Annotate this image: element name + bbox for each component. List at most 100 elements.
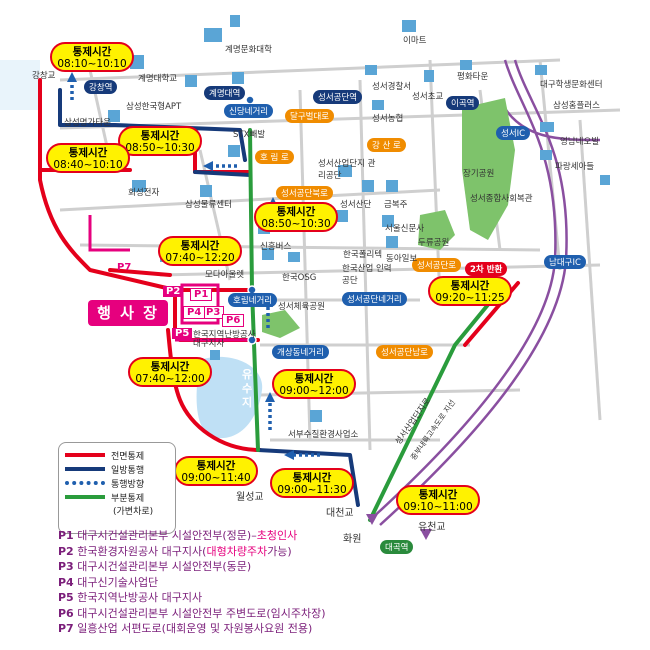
parking-p4: P4 bbox=[183, 306, 206, 319]
station-daegok: 대곡역 bbox=[380, 540, 414, 554]
label-seongseo-gym: 성서종합사회복관 bbox=[470, 194, 533, 204]
legend-item: 통행방향 bbox=[65, 476, 169, 490]
control-label: 통제시간 bbox=[150, 361, 190, 373]
facility-item: P2 한국환경자원공사 대구지사(대형차량주차가능) bbox=[58, 544, 458, 560]
road-hoho: 호 림 로 bbox=[255, 150, 294, 164]
facility-id: P5 bbox=[58, 591, 74, 604]
facility-id: P3 bbox=[58, 560, 74, 573]
label-stx: STX빼발 bbox=[233, 130, 266, 140]
label-geumbok: 금복주 bbox=[384, 200, 408, 210]
legend-label: 통행방향 bbox=[111, 479, 145, 490]
map-legend: 전면통제 일방통행 통행방향 부분통제 (가변차로) bbox=[58, 442, 176, 534]
control-time: 09:10~11:00 bbox=[403, 501, 473, 513]
facility-id: P4 bbox=[58, 575, 74, 589]
facility-text: 일흥산업 서편도로(대회운영 및 자원봉사요원 전용) bbox=[77, 622, 313, 635]
facility-text: 대구시건설관리본부 시설안전부(동문) bbox=[77, 560, 252, 573]
facility-text: 한국환경자원공사 대구지사( bbox=[77, 544, 207, 558]
control-time: 07:40~12:00 bbox=[135, 373, 205, 385]
label-samsung-town: 삼성명가타운 bbox=[64, 118, 111, 128]
label-gaesang-ix: 개상동네거리 bbox=[272, 345, 329, 359]
label-korea-ind: 한국산업 인력공단 bbox=[342, 264, 392, 286]
facility-item: P1 대구시건설관리본부 시설안전부(정문)–초청인사 bbox=[58, 528, 458, 544]
control-label: 통제시간 bbox=[276, 206, 316, 218]
control-label: 통제시간 bbox=[72, 46, 112, 58]
label-seongseo-farm: 성서농협 bbox=[372, 114, 404, 124]
road-seongseo-south: 성서공단남로 bbox=[376, 345, 433, 359]
parking-p6: P6 bbox=[222, 314, 245, 327]
river bbox=[0, 60, 40, 110]
station-igok: 이곡역 bbox=[446, 96, 480, 110]
parking-p7: P7 bbox=[117, 262, 132, 273]
parking-p5: P5 bbox=[172, 328, 193, 339]
station-seongseo-gongdan: 성서공단역 bbox=[313, 90, 363, 104]
control-time: 09:20~11:25 bbox=[435, 292, 505, 304]
road-seongseo-ro: 성서공단로 bbox=[412, 258, 462, 272]
facility-item: P6 대구시건설관리본부 시설안전부 주변도로(임시주차장) bbox=[58, 606, 458, 622]
road-seongseo-ic: 성서IC bbox=[496, 126, 531, 140]
facility-id: P1 bbox=[58, 529, 74, 542]
facility-text: 대구신기술사업단 bbox=[77, 575, 159, 589]
label-hwawon: 화원 bbox=[343, 534, 362, 545]
parking-p2: P2 bbox=[163, 286, 184, 297]
event-venue: 행 사 장 bbox=[88, 300, 168, 326]
control-time: 08:50~10:30 bbox=[125, 142, 195, 154]
label-pyeonghwa: 평화타운 bbox=[457, 72, 489, 82]
control-time: 09:00~11:30 bbox=[277, 484, 347, 496]
label-hoseong: 회성전자 bbox=[128, 188, 160, 198]
venue-frame bbox=[88, 215, 250, 342]
label-hanguk-osg: 한국OSG bbox=[282, 273, 317, 283]
legend-swatch bbox=[65, 481, 105, 485]
road-seongseo-north: 성서공단북로 bbox=[276, 186, 333, 200]
control-label: 통제시간 bbox=[180, 240, 220, 252]
legend-swatch bbox=[65, 467, 105, 471]
junction-dots bbox=[245, 95, 257, 345]
label-samsung-hp: 삼성홈플러스 bbox=[553, 101, 600, 111]
control-label: 통제시간 bbox=[292, 472, 332, 484]
label-yucheon-bridge: 유천교 bbox=[418, 522, 446, 533]
label-mechanic-park: 두류공원 bbox=[418, 238, 450, 248]
label-janggi-park: 장기공원 bbox=[463, 169, 495, 179]
road-namdaegu-ic: 남대구IC bbox=[544, 255, 586, 269]
control-time: 08:10~10:10 bbox=[57, 58, 127, 70]
one-way-routes bbox=[58, 88, 360, 507]
facility-id: P2 bbox=[58, 544, 74, 558]
label-samsung-logistics: 삼성물류센터 bbox=[185, 200, 232, 210]
control-time: 09:00~12:00 bbox=[279, 385, 349, 397]
legend-item: 일방통행 bbox=[65, 462, 169, 476]
control-label: 통제시간 bbox=[140, 130, 180, 142]
facility-id: P7 bbox=[58, 622, 74, 635]
control-label: 통제시간 bbox=[294, 373, 334, 385]
label-hoim-ix: 호림네거리 bbox=[228, 293, 278, 307]
control-label: 통제시간 bbox=[68, 147, 108, 159]
label-korea-district: 한국지역난방공사 대구지사 bbox=[193, 330, 256, 349]
legend-swatch bbox=[65, 495, 105, 499]
legend-label: 일방통행 bbox=[111, 465, 145, 476]
facility-highlight: 대형차량주차 bbox=[206, 544, 268, 558]
label-seobu-water: 서부수질환경사업소 bbox=[288, 430, 359, 440]
control-time: 09:00~11:40 bbox=[181, 472, 251, 484]
second-turnaround: 2차 반환 bbox=[465, 262, 508, 276]
label-sindong: 신흥버스 bbox=[260, 242, 292, 252]
control-time: 08:40~10:10 bbox=[53, 159, 123, 171]
label-seongseo-ind: 성서산단 bbox=[340, 200, 372, 210]
label-keimyung-univ: 계명대학교 bbox=[138, 74, 178, 84]
control-label: 통제시간 bbox=[450, 280, 490, 292]
control-time: 07:40~12:20 bbox=[165, 252, 235, 264]
label-keimyung-art: 계명문화대학 bbox=[225, 45, 272, 55]
facility-tail: 가능) bbox=[267, 544, 292, 558]
facility-text: 한국지역난방공사 대구지사 bbox=[77, 591, 203, 604]
label-modai: 모다아울렛 bbox=[205, 270, 245, 280]
label-daegu-students: 대구학생문화센터 bbox=[540, 80, 603, 90]
facility-item: P7 일흥산업 서편도로(대회운영 및 자원봉사요원 전용) bbox=[58, 621, 458, 637]
